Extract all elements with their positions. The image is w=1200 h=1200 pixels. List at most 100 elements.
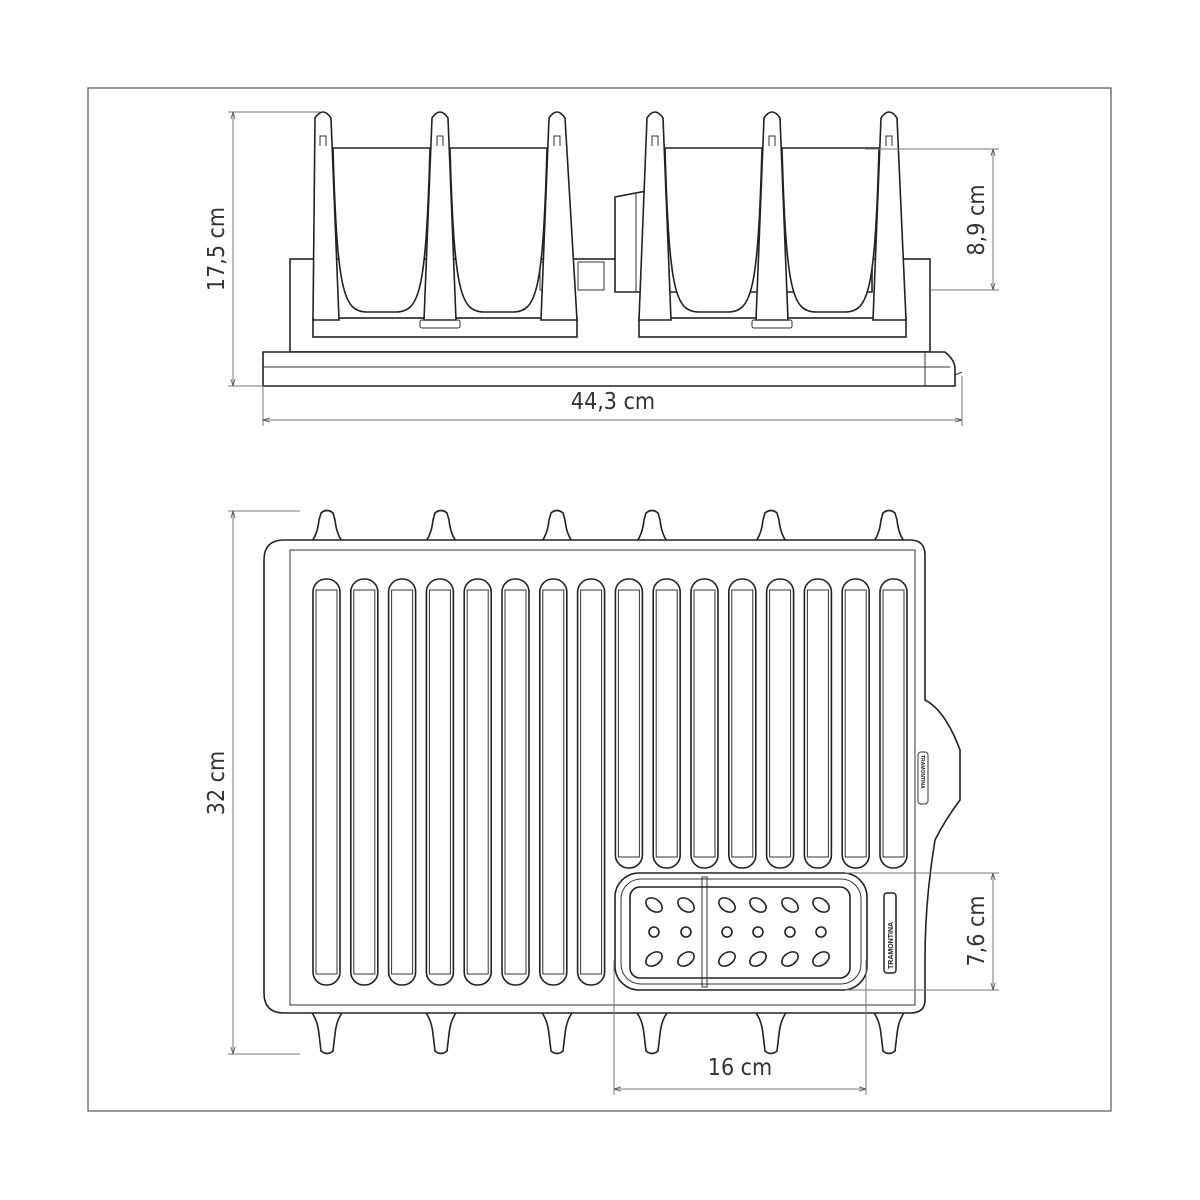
prong-top [627, 509, 677, 549]
drain-slot [312, 578, 341, 986]
drain-slot [501, 578, 530, 986]
rack-logo-badge [419, 319, 461, 329]
drain-hole-oval [718, 897, 736, 913]
drain-slot-inner [882, 589, 905, 858]
wall-rib [577, 261, 605, 291]
dim-label-holder-height: 8,9 cm [964, 185, 990, 256]
drain-slot-inner [391, 589, 414, 975]
drain-hole-round [680, 926, 692, 938]
rack-prong [872, 111, 907, 321]
cutlery-holder-outer [614, 872, 868, 991]
rack-prong [540, 111, 578, 321]
drip-tray-side [262, 351, 956, 387]
plate-racks [312, 111, 907, 338]
drain-slot-inner [693, 589, 716, 858]
draining-slots [312, 578, 908, 986]
cutlery-divider [701, 876, 708, 988]
prong-top [416, 509, 466, 549]
drain-hole-oval [677, 951, 695, 967]
drain-hole-oval [812, 897, 830, 913]
drain-slot [463, 578, 493, 986]
cutlery-holder [614, 872, 868, 991]
drain-slot [349, 578, 379, 986]
drain-hole-round [815, 926, 827, 938]
drain-slot-inner [655, 589, 678, 858]
prong-cap [553, 135, 561, 146]
drain-slot [841, 578, 871, 869]
rack-prong [638, 111, 672, 321]
cutlery-holder-inner [629, 886, 851, 979]
dim-label-holder-length: 16 cm [708, 1055, 772, 1081]
rack-u-opening [449, 147, 548, 313]
dim-label-height: 17,5 cm [204, 207, 230, 291]
prong-bottom [627, 1005, 677, 1055]
drain-slot [690, 578, 719, 869]
drain-slot-inner [504, 589, 527, 975]
drawing-frame [87, 87, 1112, 1112]
prong-bottom [532, 1005, 582, 1055]
rack-prong [312, 111, 340, 321]
drain-slot [803, 578, 833, 869]
rack-logo-badge [751, 319, 793, 329]
drain-slot-inner [315, 589, 338, 975]
prongs [302, 509, 914, 1055]
drain-slot-inner [580, 589, 603, 975]
drain-hole-oval [749, 951, 767, 967]
drain-hole-oval [781, 951, 799, 967]
drain-hole-oval [645, 897, 663, 913]
drain-hole-round [784, 926, 796, 938]
drain-hole-oval [781, 897, 799, 913]
dim-label-holder-depth: 7,6 cm [964, 896, 990, 967]
dim-label-length: 44,3 cm [571, 389, 655, 415]
prong-bottom [302, 1005, 352, 1055]
top-view: TRAMONTINA TRAMONTINA 32 cm 7,6 cm 16 cm [204, 509, 999, 1095]
drain-slot [879, 578, 908, 869]
drain-slot-inner [428, 589, 451, 975]
prong-cap [319, 135, 327, 146]
drain-slot-inner [806, 589, 829, 858]
side-logo: TRAMONTINA [919, 755, 925, 789]
prong-cap [436, 135, 444, 146]
drain-slot [727, 578, 757, 869]
logo-badge [883, 892, 897, 974]
rack-u-opening [664, 147, 763, 313]
drain-slot [652, 578, 682, 869]
drain-hole-oval [812, 951, 830, 967]
prong-top [302, 509, 352, 549]
drain-slot [614, 578, 644, 869]
cutlery-holder-rim [620, 878, 862, 985]
drain-hole-oval [718, 951, 736, 967]
drain-slot [538, 578, 568, 986]
prong-top [532, 509, 582, 549]
spout [954, 371, 963, 376]
prong-bottom [864, 1005, 914, 1055]
drain-slot-inner [844, 589, 867, 858]
front-view: 17,5 cm 44,3 cm 8,9 cm [204, 111, 999, 426]
drain-slot-inner [617, 589, 640, 858]
drain-hole-round [648, 926, 660, 938]
drain-slot-inner [466, 589, 489, 975]
drain-slot-inner [731, 589, 754, 858]
drain-hole-round [721, 926, 733, 938]
rack-u-opening [781, 147, 880, 313]
side-logo-badge [917, 751, 929, 805]
drain-hole-round [752, 926, 764, 938]
drain-slot-inner [542, 589, 565, 975]
drain-slot [387, 578, 417, 986]
rack-prong [755, 111, 789, 321]
plate-rack [312, 111, 578, 338]
drain-slot [576, 578, 606, 986]
drain-slot [425, 578, 455, 986]
prong-cap [885, 135, 893, 146]
rack-prong [423, 111, 457, 321]
prong-cap [651, 135, 659, 146]
drain-slot [765, 578, 795, 869]
prong-top [864, 509, 914, 549]
prong-bottom [746, 1005, 796, 1055]
drain-hole-oval [645, 951, 663, 967]
drain-hole-oval [677, 897, 695, 913]
prong-top [746, 509, 796, 549]
plate-rack [638, 111, 907, 338]
